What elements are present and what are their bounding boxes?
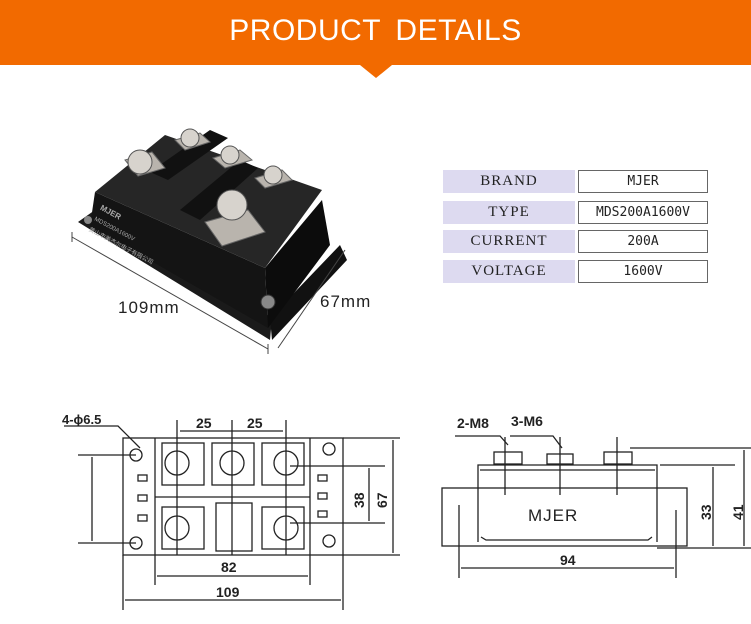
- inner-height-label: 38: [351, 492, 367, 508]
- inner-height-label: 33: [698, 504, 714, 520]
- width-label: 109mm: [118, 298, 180, 317]
- spec-value: 200A: [578, 230, 708, 253]
- spec-value: MDS200A1600V: [578, 201, 708, 224]
- spec-value: 1600V: [578, 260, 708, 283]
- screw-m8-label: 2-M8: [457, 415, 489, 431]
- spec-label: CURRENT: [443, 230, 575, 253]
- outer-height-label: 41: [730, 504, 746, 520]
- header-banner: PRODUCT DETAILS: [0, 0, 751, 65]
- width-label: 94: [560, 552, 576, 568]
- spec-label: TYPE: [443, 201, 575, 224]
- spec-label: VOLTAGE: [443, 260, 575, 283]
- banner-arrow: [360, 65, 392, 78]
- pitch-label-2: 25: [247, 415, 263, 431]
- spec-value: MJER: [578, 170, 708, 193]
- inner-width-label: 82: [221, 559, 237, 575]
- outer-height-label: 67: [374, 492, 390, 508]
- pitch-label-1: 25: [196, 415, 212, 431]
- screw-m6-label: 3-M6: [511, 413, 543, 429]
- banner-title: PRODUCT DETAILS: [229, 14, 522, 47]
- outer-width-label: 109: [216, 584, 240, 600]
- spec-label: BRAND: [443, 170, 575, 193]
- side-brand-label: MJER: [528, 506, 578, 525]
- hole-label: 4-ϕ6.5: [62, 412, 101, 427]
- depth-label: 67mm: [320, 292, 371, 311]
